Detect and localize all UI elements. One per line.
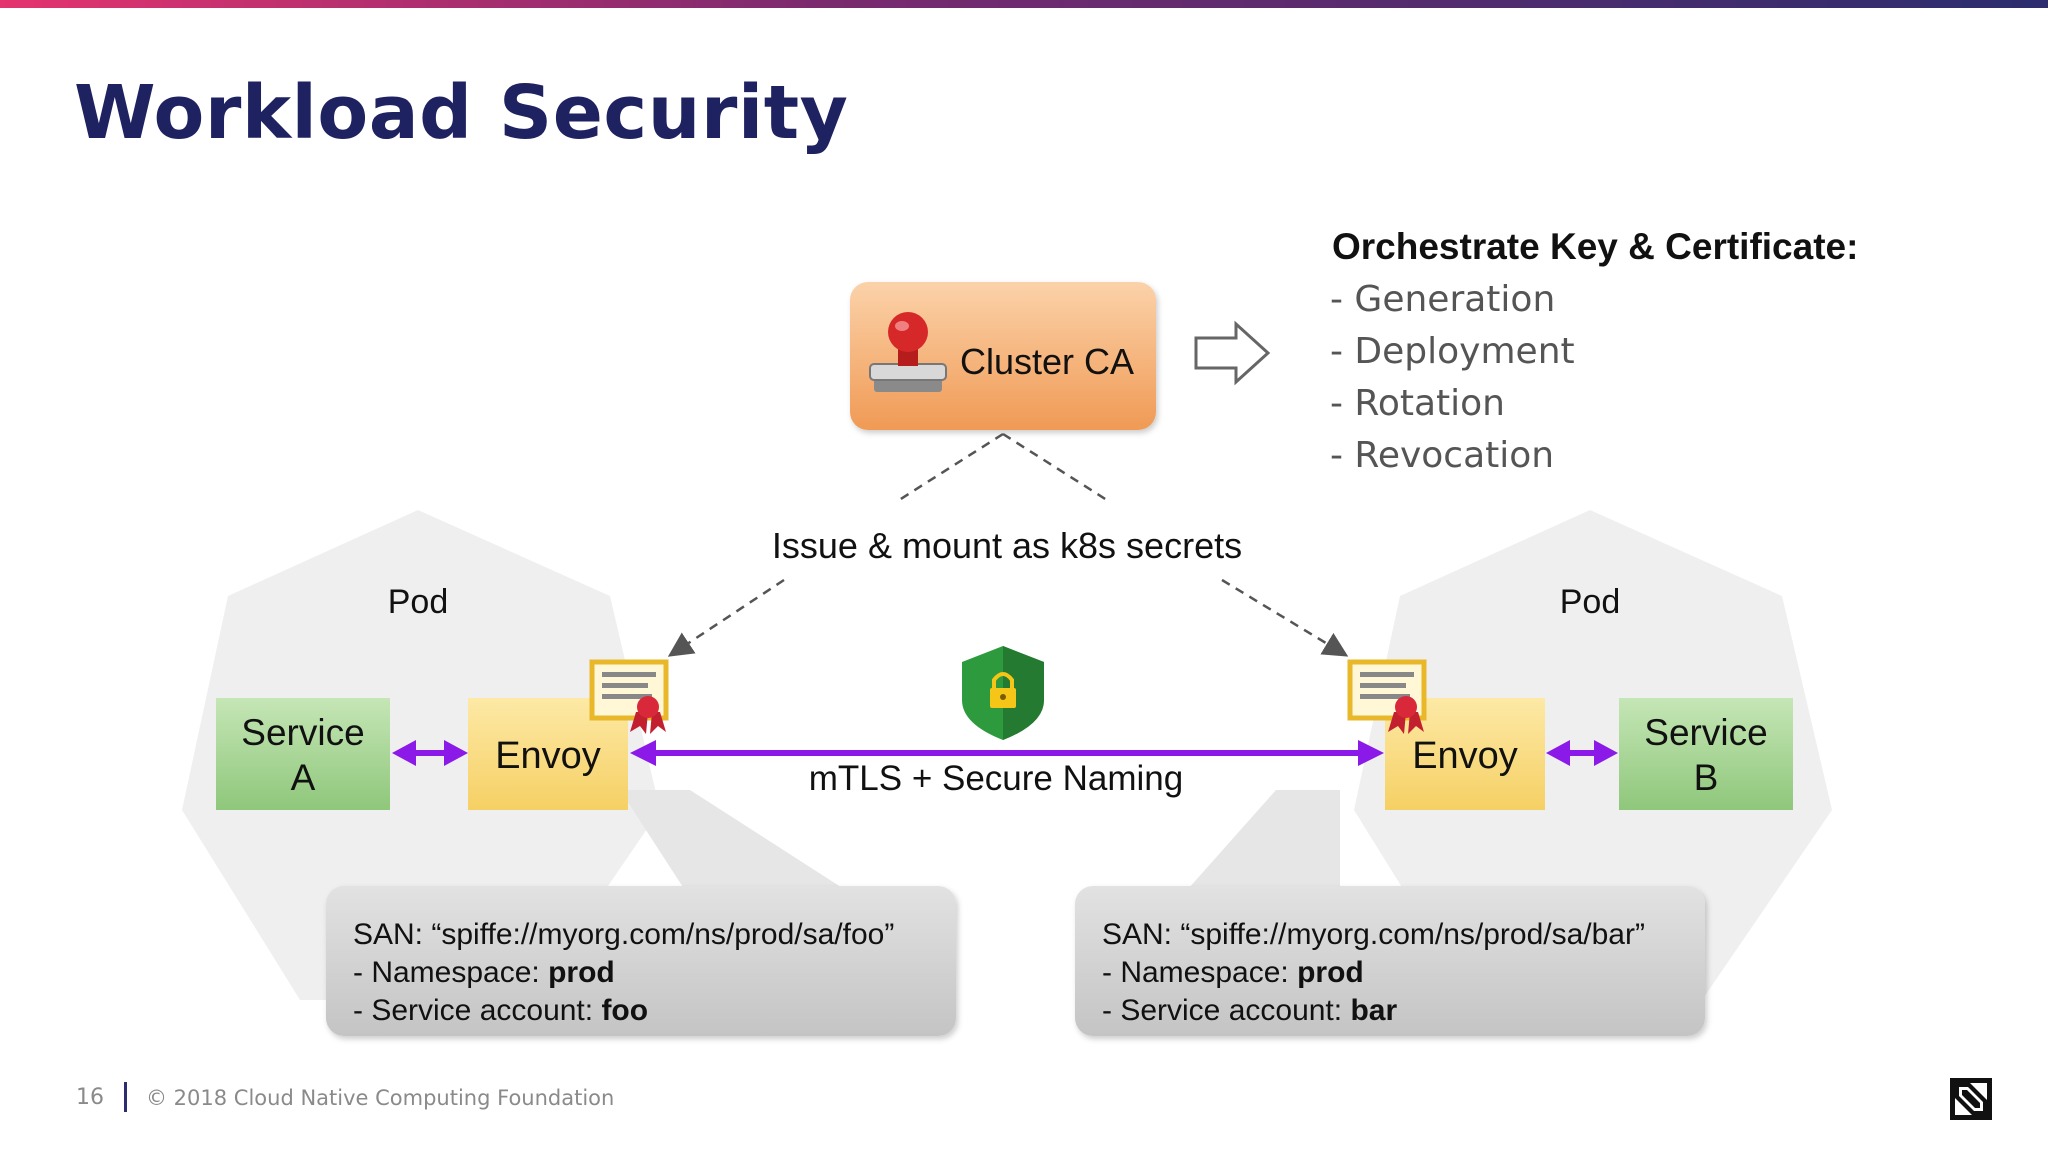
orchestrate-item: - Revocation [1330,435,1554,476]
cncf-logo-icon [1950,1078,1992,1120]
footer-divider [124,1082,127,1112]
arrow-service-a-envoy [392,740,468,766]
callout-left-namespace: - Namespace: prod [353,956,615,989]
cluster-ca-box [850,282,1156,430]
issue-label: Issue & mount as k8s secrets [772,525,1242,566]
pod-right-label: Pod [1560,583,1621,621]
copyright-text: © 2018 Cloud Native Computing Foundation [146,1086,615,1110]
service-a-box [216,698,390,810]
arrow-envoy-service-b [1546,740,1618,766]
envoy-right-label: Envoy [1412,735,1518,777]
arrow-mtls [630,740,1384,766]
callout-left [326,886,956,1036]
certificate-icon [589,659,669,734]
callout-right [1075,886,1705,1036]
callout-left-san: SAN: “spiffe://myorg.com/ns/prod/sa/foo” [353,918,894,951]
callout-right-account: - Service account: bar [1102,994,1397,1027]
issue-line-lower-left [667,578,785,657]
certificate-icon [1347,659,1427,734]
callout-right-tail [1180,790,1340,898]
orchestrate-heading: Orchestrate Key & Certificate: [1332,226,1858,267]
issue-line-upper-right [1002,432,1111,504]
shield-lock-icon [962,646,1044,740]
envoy-left-label: Envoy [495,735,601,777]
service-b-label-line1: Service [1644,712,1767,753]
service-b-label-line2: B [1694,757,1719,798]
callout-right-namespace: - Namespace: prod [1102,956,1364,989]
page-number: 16 [76,1085,104,1110]
callout-left-tail [620,790,858,898]
orchestrate-item: - Generation [1330,279,1555,320]
cluster-ca-label: Cluster CA [960,341,1134,382]
top-accent-bar [0,0,2048,8]
issue-line-lower-right [1221,578,1349,657]
pod-left-label: Pod [388,583,449,621]
arrow-right-icon [1194,320,1271,386]
issue-line-upper-left [895,432,1004,504]
service-b-box [1619,698,1793,810]
callout-right-san: SAN: “spiffe://myorg.com/ns/prod/sa/bar” [1102,918,1645,951]
service-a-label-line2: A [291,757,316,798]
orchestrate-item: - Rotation [1330,383,1505,424]
service-a-label-line1: Service [241,712,364,753]
stamp-icon [869,312,947,392]
orchestrate-item: - Deployment [1330,331,1575,372]
callout-left-account: - Service account: foo [353,994,648,1027]
slide-title: Workload Security [74,70,849,156]
mtls-label: mTLS + Secure Naming [809,759,1183,798]
